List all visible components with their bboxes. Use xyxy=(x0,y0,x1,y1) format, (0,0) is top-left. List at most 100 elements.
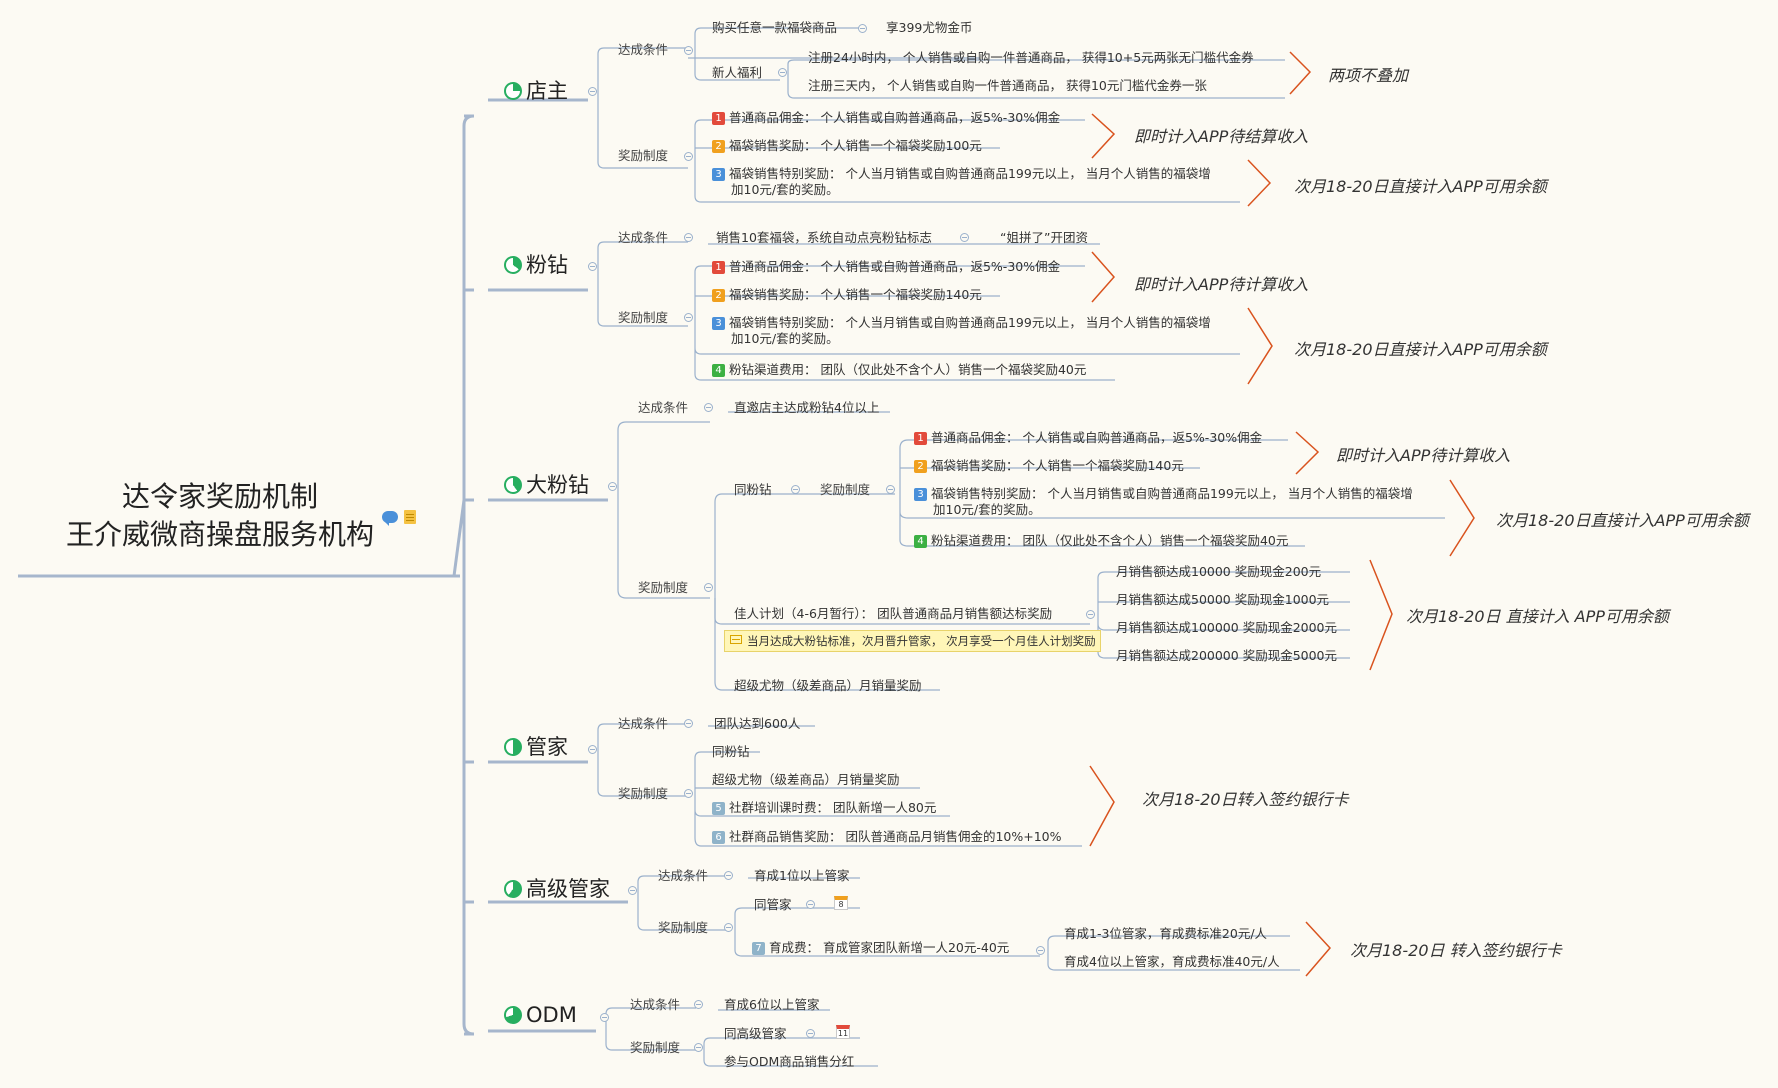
collapse-toggle[interactable] xyxy=(1036,946,1045,955)
fenzuan-r4: 4 粉钻渠道费用： 团队（仅此处不含个人）销售一个福袋奖励40元 xyxy=(712,362,1086,378)
fenzuan-r3-text2: 加10元/套的奖励。 xyxy=(731,331,839,346)
guanjia-s1: 同粉钻 xyxy=(712,744,750,759)
dafenzuan-j4: 月销售额达成200000 奖励现金5000元 xyxy=(1116,648,1338,663)
collapse-toggle[interactable] xyxy=(724,871,733,880)
dianzhu-note12: 即时计入APP待结算收入 xyxy=(1134,127,1309,146)
collapse-toggle[interactable] xyxy=(588,262,597,271)
collapse-toggle[interactable] xyxy=(806,900,815,909)
cond-label: 达成条件 xyxy=(638,400,689,415)
number-2-icon: 2 xyxy=(712,289,725,302)
gaoji-y1: 育成1-3位管家，育成费标准20元/人 xyxy=(1064,926,1268,941)
number-5-icon: 5 xyxy=(712,802,725,815)
note-icon[interactable] xyxy=(404,510,416,524)
gaoji-y2: 育成4位以上管家，育成费标准40元/人 xyxy=(1064,954,1280,969)
collapse-toggle[interactable] xyxy=(704,583,713,592)
gaoji-note: 次月18-20日 转入签约银行卡 xyxy=(1350,941,1562,960)
collapse-toggle[interactable] xyxy=(608,482,617,491)
cond-label: 达成条件 xyxy=(618,42,669,57)
collapse-toggle[interactable] xyxy=(694,1000,703,1009)
collapse-toggle[interactable] xyxy=(684,719,693,728)
node-dafenzuan[interactable]: 大粉钻 xyxy=(504,472,589,498)
collapse-toggle[interactable] xyxy=(960,233,969,242)
odm-same: 同高级管家 xyxy=(724,1026,787,1041)
collapse-toggle[interactable] xyxy=(684,233,693,242)
note-lines-icon xyxy=(730,635,742,644)
number-6-icon: 6 xyxy=(712,831,725,844)
dafenzuan-r2: 2 福袋销售奖励： 个人销售一个福袋奖励140元 xyxy=(914,458,1184,474)
number-2-icon: 2 xyxy=(914,460,927,473)
collapse-toggle[interactable] xyxy=(684,313,693,322)
node-fenzuan-label: 粉钻 xyxy=(526,253,568,277)
node-dianzhu[interactable]: 店主 xyxy=(504,78,568,104)
collapse-toggle[interactable] xyxy=(684,152,693,161)
dafenzuan-note34: 次月18-20日直接计入APP可用余额 xyxy=(1496,511,1749,530)
node-gaoji-label: 高级管家 xyxy=(526,877,610,901)
collapse-toggle[interactable] xyxy=(778,68,787,77)
number-4-icon: 4 xyxy=(712,364,725,377)
comment-bubble-icon[interactable] xyxy=(382,511,398,526)
progress-pie-icon xyxy=(504,256,522,274)
number-4-icon: 4 xyxy=(914,535,927,548)
cond-label: 达成条件 xyxy=(630,997,681,1012)
collapse-toggle[interactable] xyxy=(1086,610,1095,619)
odm-share: 参与ODM商品销售分红 xyxy=(724,1054,855,1069)
reward-label: 奖励制度 xyxy=(820,482,871,497)
dianzhu-cond1b: 享399尤物金币 xyxy=(886,20,973,35)
progress-pie-icon xyxy=(504,880,522,898)
dafenzuan-j3: 月销售额达成100000 奖励现金2000元 xyxy=(1116,620,1338,635)
root-title-line1: 达令家奖励机制 xyxy=(121,480,318,513)
dianzhu-newbie1: 注册24小时内， 个人销售或自购一件普通商品， 获得10+5元两张无门槛代金券 xyxy=(808,50,1254,65)
collapse-toggle[interactable] xyxy=(588,87,597,96)
collapse-toggle[interactable] xyxy=(600,1013,609,1022)
node-odm[interactable]: ODM xyxy=(504,1002,577,1028)
fenzuan-r4-text: 粉钻渠道费用： 团队（仅此处不含个人）销售一个福袋奖励40元 xyxy=(729,362,1087,377)
fenzuan-note34: 次月18-20日直接计入APP可用余额 xyxy=(1294,340,1547,359)
collapse-toggle[interactable] xyxy=(684,789,693,798)
guanjia-cond1: 团队达到600人 xyxy=(714,716,801,731)
guanjia-r6-text: 社群商品销售奖励： 团队普通商品月销售佣金的10%+10% xyxy=(729,829,1062,844)
reward-label: 奖励制度 xyxy=(618,310,669,325)
number-1-icon: 1 xyxy=(712,112,725,125)
dafenzuan-r3-text: 福袋销售特别奖励： 个人当月销售或自购普通商品199元以上， 当月个人销售的福袋… xyxy=(931,486,1413,501)
collapse-toggle[interactable] xyxy=(858,24,867,33)
cond-label: 达成条件 xyxy=(658,868,709,883)
dafenzuan-r1-text: 普通商品佣金： 个人销售或自购普通商品，返5%-30%佣金 xyxy=(931,430,1263,445)
dafenzuan-r2-text: 福袋销售奖励： 个人销售一个福袋奖励140元 xyxy=(931,458,1184,473)
dafenzuan-r3-text2: 加10元/套的奖励。 xyxy=(933,502,1041,517)
dianzhu-note3: 次月18-20日直接计入APP可用余额 xyxy=(1294,177,1547,196)
odm-cond1: 育成6位以上管家 xyxy=(724,997,820,1012)
node-gaoji[interactable]: 高级管家 xyxy=(504,876,610,902)
gaoji-r7: 7 育成费： 育成管家团队新增一人20元-40元 xyxy=(752,940,1009,956)
collapse-toggle[interactable] xyxy=(724,923,733,932)
number-7-icon: 7 xyxy=(752,942,765,955)
dafenzuan-j2: 月销售额达成50000 奖励现金1000元 xyxy=(1116,592,1330,607)
collapse-toggle[interactable] xyxy=(806,1029,815,1038)
gaoji-r7-text: 育成费： 育成管家团队新增一人20元-40元 xyxy=(769,940,1010,955)
progress-pie-icon xyxy=(504,82,522,100)
reward-label: 奖励制度 xyxy=(630,1040,681,1055)
cond-label: 达成条件 xyxy=(618,230,669,245)
dafenzuan-jnote: 次月18-20日 直接计入 APP可用余额 xyxy=(1406,607,1669,626)
dianzhu-newbie: 新人福利 xyxy=(712,65,763,80)
collapse-toggle[interactable] xyxy=(791,485,800,494)
collapse-toggle[interactable] xyxy=(628,886,637,895)
node-fenzuan[interactable]: 粉钻 xyxy=(504,252,568,278)
collapse-toggle[interactable] xyxy=(684,46,693,55)
root-title-line2: 王介威微商操盘服务机构 xyxy=(65,518,374,551)
node-guanjia[interactable]: 管家 xyxy=(504,734,568,760)
collapse-toggle[interactable] xyxy=(886,485,895,494)
fenzuan-note12: 即时计入APP待计算收入 xyxy=(1134,275,1309,294)
cond-label: 达成条件 xyxy=(618,716,669,731)
guanjia-r5-text: 社群培训课时费： 团队新增一人80元 xyxy=(729,800,937,815)
reward-label: 奖励制度 xyxy=(618,148,669,163)
collapse-toggle[interactable] xyxy=(704,403,713,412)
collapse-toggle[interactable] xyxy=(588,745,597,754)
collapse-toggle[interactable] xyxy=(694,1043,703,1052)
